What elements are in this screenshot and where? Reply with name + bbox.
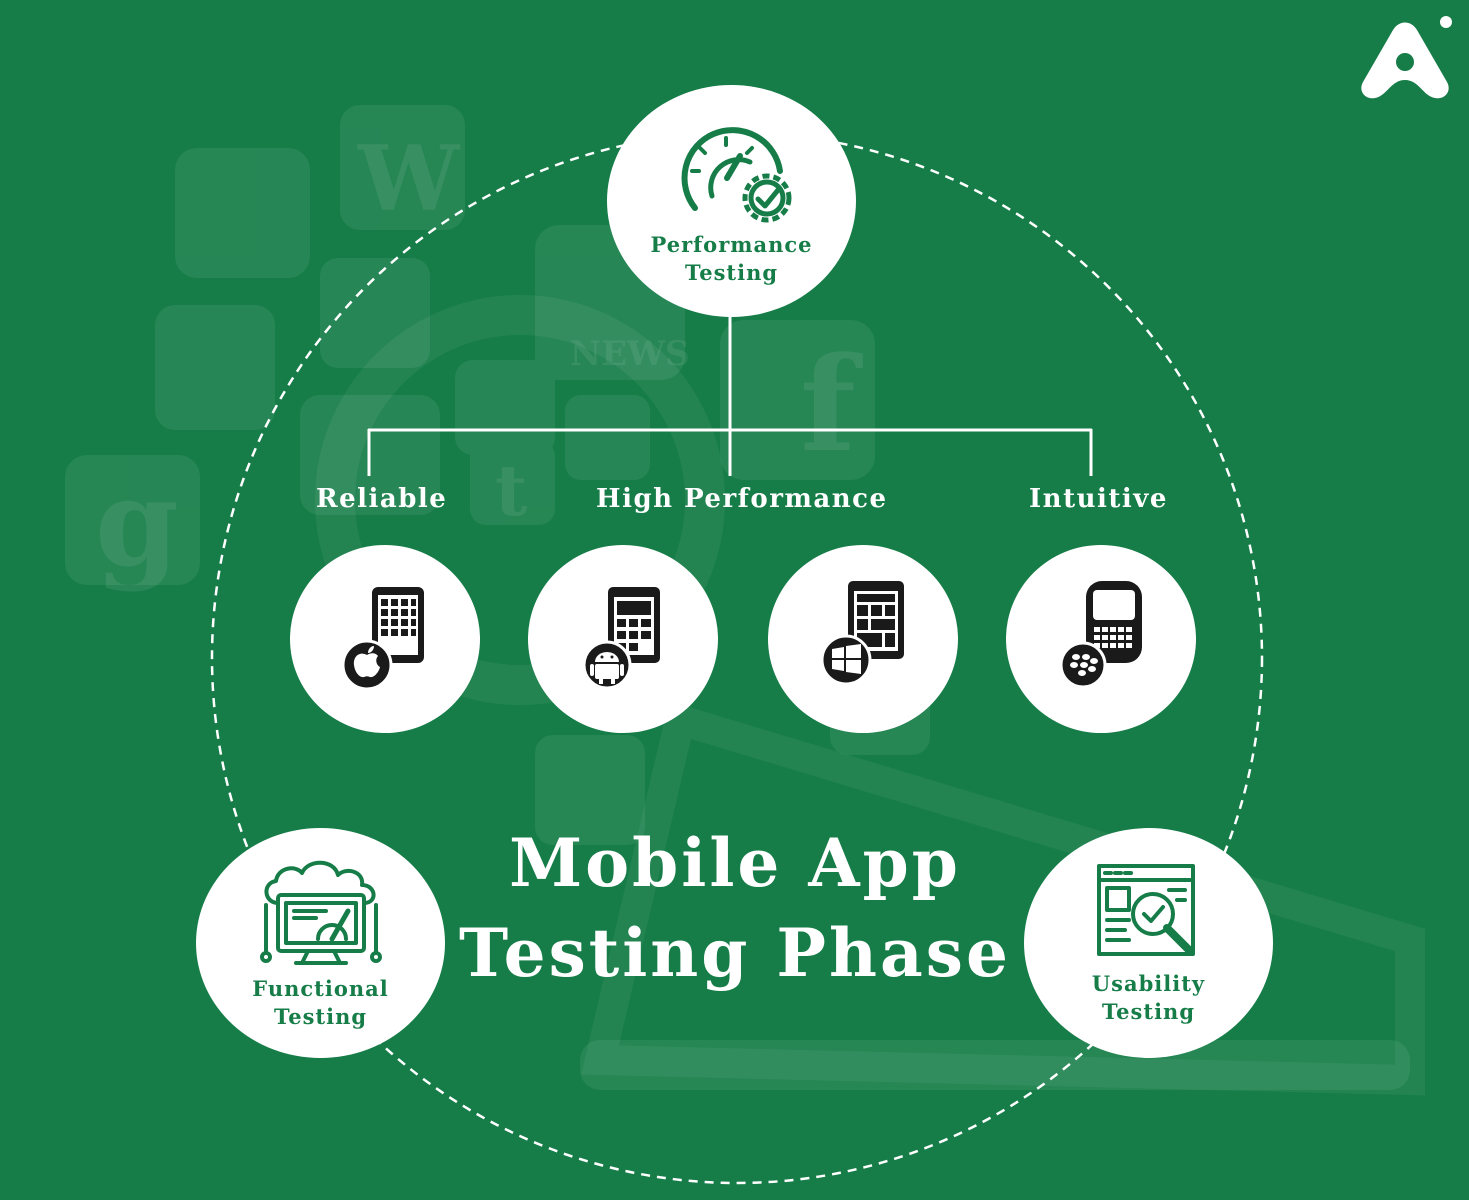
dashed-cycle-ring (210, 131, 1264, 1185)
performance-testing-node: Performance Testing (607, 85, 856, 317)
title-line-2: Testing Phase (459, 914, 1011, 992)
branch-label-high-performance: High Performance (596, 484, 888, 514)
branch-label-reliable: Reliable (316, 484, 448, 514)
android-icon (582, 587, 660, 690)
diagram-title: Mobile App Testing Phase (380, 818, 1090, 998)
platform-node-blackberry (1006, 545, 1196, 733)
magnifier-check-icon (1096, 864, 1195, 956)
platform-node-windows (768, 545, 958, 733)
functional-testing-label: Functional Testing (252, 976, 389, 1029)
brand-logo-icon (1361, 16, 1452, 99)
usability-testing-node: Usability Testing (1024, 828, 1273, 1058)
branch-label-intuitive: Intuitive (1029, 484, 1168, 514)
blackberry-icon (1059, 581, 1142, 689)
usability-testing-label: Usability Testing (1091, 971, 1206, 1024)
platform-node-ios (290, 545, 480, 733)
windows-icon (820, 581, 904, 686)
speedometer-gear-icon (681, 126, 791, 222)
apple-icon (341, 587, 424, 691)
functional-testing-node: Functional Testing (196, 828, 445, 1058)
platform-node-android (528, 545, 718, 733)
cloud-monitor-icon (259, 860, 382, 965)
performance-testing-label: Performance Testing (650, 231, 813, 285)
title-line-1: Mobile App (509, 824, 961, 902)
